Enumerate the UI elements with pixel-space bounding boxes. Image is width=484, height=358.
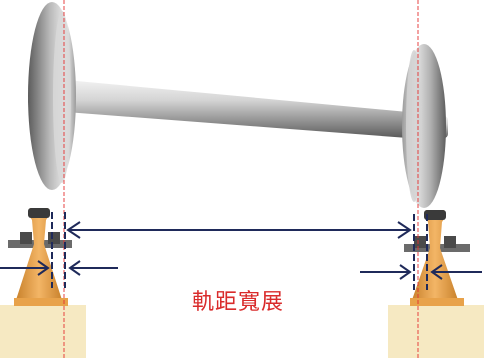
left-sleeper	[0, 305, 86, 358]
right-wheel-flange	[406, 50, 422, 202]
left-wheel-flange	[53, 11, 71, 183]
gauge-widening-caption: 軌距寬展	[192, 290, 285, 315]
gauge-width-arrow	[66, 221, 412, 239]
left-squeeze-arrows	[0, 260, 118, 276]
right-sleeper	[388, 305, 484, 358]
right-gauge-lines	[413, 214, 428, 290]
right-squeeze-arrows	[360, 264, 482, 280]
left-rail	[8, 208, 72, 306]
left-gauge-lines	[51, 212, 66, 288]
right-rail	[404, 210, 470, 306]
axle	[66, 80, 408, 138]
wheelset	[28, 2, 448, 208]
